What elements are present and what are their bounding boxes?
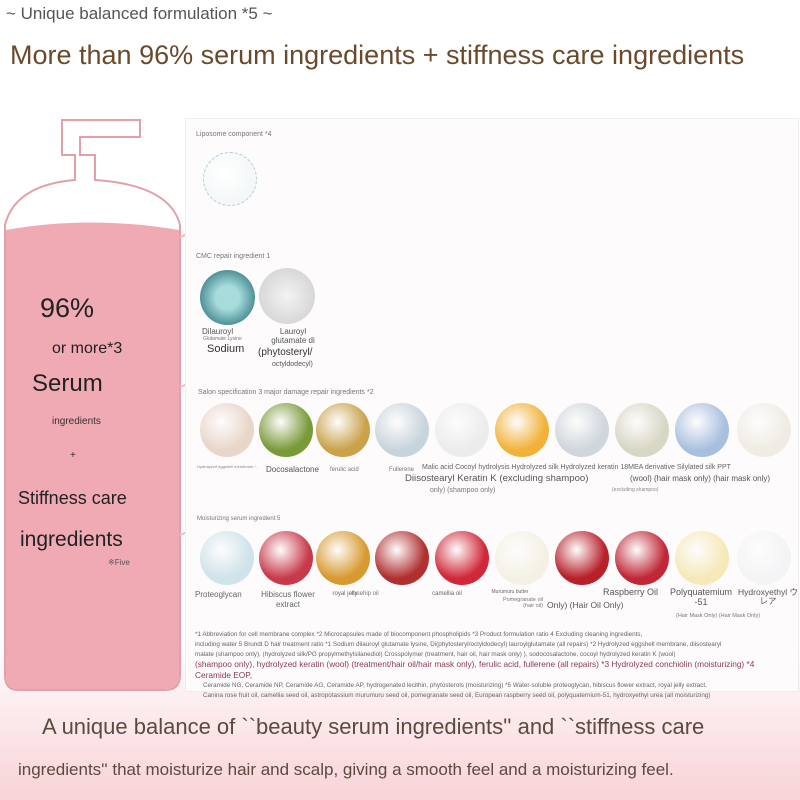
stiffness-care: Stiffness care (18, 488, 127, 508)
moist-label-1: Hibiscus flower extract (261, 590, 315, 609)
liposome-title: Liposome component *4 (196, 131, 272, 138)
serum: Serum (32, 370, 103, 397)
footnote-line: (shampoo only), hydrolyzed keratin (wool… (195, 659, 755, 681)
cmc-big-2: (phytosteryl/ (258, 347, 313, 358)
salon-label-8: (excluding shampoo) (612, 487, 659, 493)
five-note: ※Five (108, 558, 130, 567)
plus: + (70, 450, 76, 461)
moist-label-5: Murumuru butter (491, 589, 529, 595)
moist-label-9: Polyquatemium -51 (669, 587, 733, 607)
footnote-line: Canina rose fruit oil, camellia seed oil… (203, 691, 711, 699)
cmc-big-1: Sodium (207, 343, 245, 355)
or-more: or more*3 (52, 340, 123, 357)
headline: More than 96% serum ingredients + stiffn… (10, 40, 745, 70)
salon-label-5: Diisostearyl Keratin K (excluding shampo… (405, 473, 589, 484)
footnote-line: malate (shampoo only), (hydrolyzed silk/… (195, 650, 676, 658)
salon-ingredient-image-7 (615, 403, 669, 457)
moist-label-3: rosehip oil (351, 591, 379, 597)
footnotes: *1 Abbreviation for cell membrane comple… (195, 630, 790, 700)
salon-ingredient-image-6 (555, 403, 609, 457)
moist-ingredient-image-4 (435, 531, 489, 585)
footnote-line: Ceramide NG, Ceramide NP, Ceramide AG, C… (203, 681, 707, 689)
bottom-text-line2: ingredients'' that moisturize hair and s… (18, 760, 674, 779)
moist-ingredient-image-9 (737, 531, 791, 585)
salon-title: Salon specification 3 major damage repai… (198, 389, 374, 396)
subtitle: ~ Unique balanced formulation *5 ~ (6, 4, 273, 23)
cmc-sub-2: octyldodecyl) (272, 361, 313, 368)
moist-ingredient-image-5 (495, 531, 549, 585)
salon-ingredient-image-8 (675, 403, 729, 457)
moist-ingredient-image-2 (316, 531, 370, 585)
bottle-illustration (4, 119, 190, 691)
liposome-image (203, 152, 257, 206)
salon-ingredient-image-4 (435, 403, 489, 457)
cmc-sub-1: Glutamate Lysine (203, 336, 242, 342)
moist-ingredient-image-0 (200, 531, 254, 585)
moist-label-10: Hydroxyethyl ウレア (738, 587, 798, 607)
moist-ingredient-image-3 (375, 531, 429, 585)
moist-ingredient-image-8 (675, 531, 729, 585)
moist-ingredient-image-7 (615, 531, 669, 585)
cmc-image-1 (200, 270, 255, 325)
salon-label-1: Docosalactone (266, 465, 319, 474)
ingredients-label: ingredients (20, 528, 123, 551)
footnote-line: including water 5 Brundt D hair treatmen… (195, 640, 722, 648)
moist-label-0: Proteoglycan (195, 590, 242, 599)
salon-ingredient-image-0 (200, 403, 254, 457)
moist-title: Moisturizing serum ingredient 5 (197, 516, 281, 522)
cmc-image-2 (259, 268, 315, 324)
footnote-line: *1 Abbreviation for cell membrane comple… (195, 631, 643, 638)
moist-label-2: royal jelly (332, 591, 358, 597)
moist-label-4: camellia oil (432, 591, 462, 597)
salon-ingredient-image-3 (375, 403, 429, 457)
ingredients-small: ingredients (52, 416, 101, 427)
salon-label-0: Hydrolyzed eggshell membrane / - (197, 464, 258, 469)
moist-ingredient-image-1 (259, 531, 313, 585)
salon-ingredient-image-2 (316, 403, 370, 457)
salon-ingredient-image-9 (737, 403, 791, 457)
cmc-label-1: Dilauroyl (202, 327, 234, 336)
salon-label-7: only) (shampoo only) (430, 487, 496, 494)
bottom-text-line1: A unique balance of ``beauty serum ingre… (42, 714, 705, 739)
moist-label-8: Raspberry Oil (603, 587, 659, 597)
moist-label-7: Only) (Hair Oil Only) (547, 600, 624, 610)
pct-96: 96% (40, 293, 95, 323)
salon-label-6: (wool) (hair mask only) (hair mask only) (630, 474, 771, 483)
salon-label-4: Malic acid Cocoyl hydrolysis Hydrolyzed … (422, 464, 731, 471)
moist-label-11: (Hair Mask Only) (Hair Mask Only) (676, 613, 761, 619)
salon-ingredient-image-5 (495, 403, 549, 457)
salon-ingredient-image-1 (259, 403, 313, 457)
moist-ingredient-image-6 (555, 531, 609, 585)
cmc-label-2: Lauroyl glutamate di (271, 327, 315, 345)
cmc-title: CMC repair ingredient 1 (196, 253, 271, 260)
salon-label-3: Fullerene (389, 467, 415, 473)
moist-label-6: Pomegranate oil (hair oil) (502, 597, 543, 610)
salon-label-2: ferulic acid (330, 467, 359, 473)
